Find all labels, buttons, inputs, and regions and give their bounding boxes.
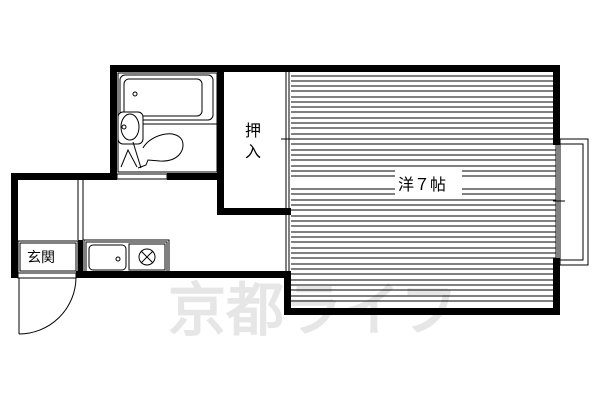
western-room: 洋７帖 <box>291 75 556 302</box>
kitchen-sink-icon <box>88 244 127 271</box>
room-doorway <box>285 215 290 308</box>
closet: 押 入 <box>245 121 261 161</box>
western-room-label: 洋７帖 <box>398 175 446 194</box>
bath-door-sill <box>116 173 168 180</box>
kitchen <box>83 239 170 273</box>
sink-icon <box>117 111 144 145</box>
entrance-label: 玄関 <box>27 249 55 266</box>
closet-sliding-door <box>281 72 294 208</box>
balcony-inner <box>559 143 584 261</box>
toilet-icon <box>120 133 184 169</box>
entrance: 玄関 <box>17 240 79 335</box>
corridor-partition <box>77 180 84 240</box>
flooring-lines <box>291 75 556 302</box>
stove-icon <box>128 243 166 271</box>
balcony-outer <box>559 138 589 266</box>
walls <box>11 65 560 315</box>
unit-bath <box>117 72 218 173</box>
bathtub-icon <box>119 74 214 121</box>
entrance-door-icon <box>17 272 77 335</box>
closet-label-2: 入 <box>245 142 261 161</box>
balcony <box>553 138 589 266</box>
closet-label-1: 押 <box>245 121 261 140</box>
